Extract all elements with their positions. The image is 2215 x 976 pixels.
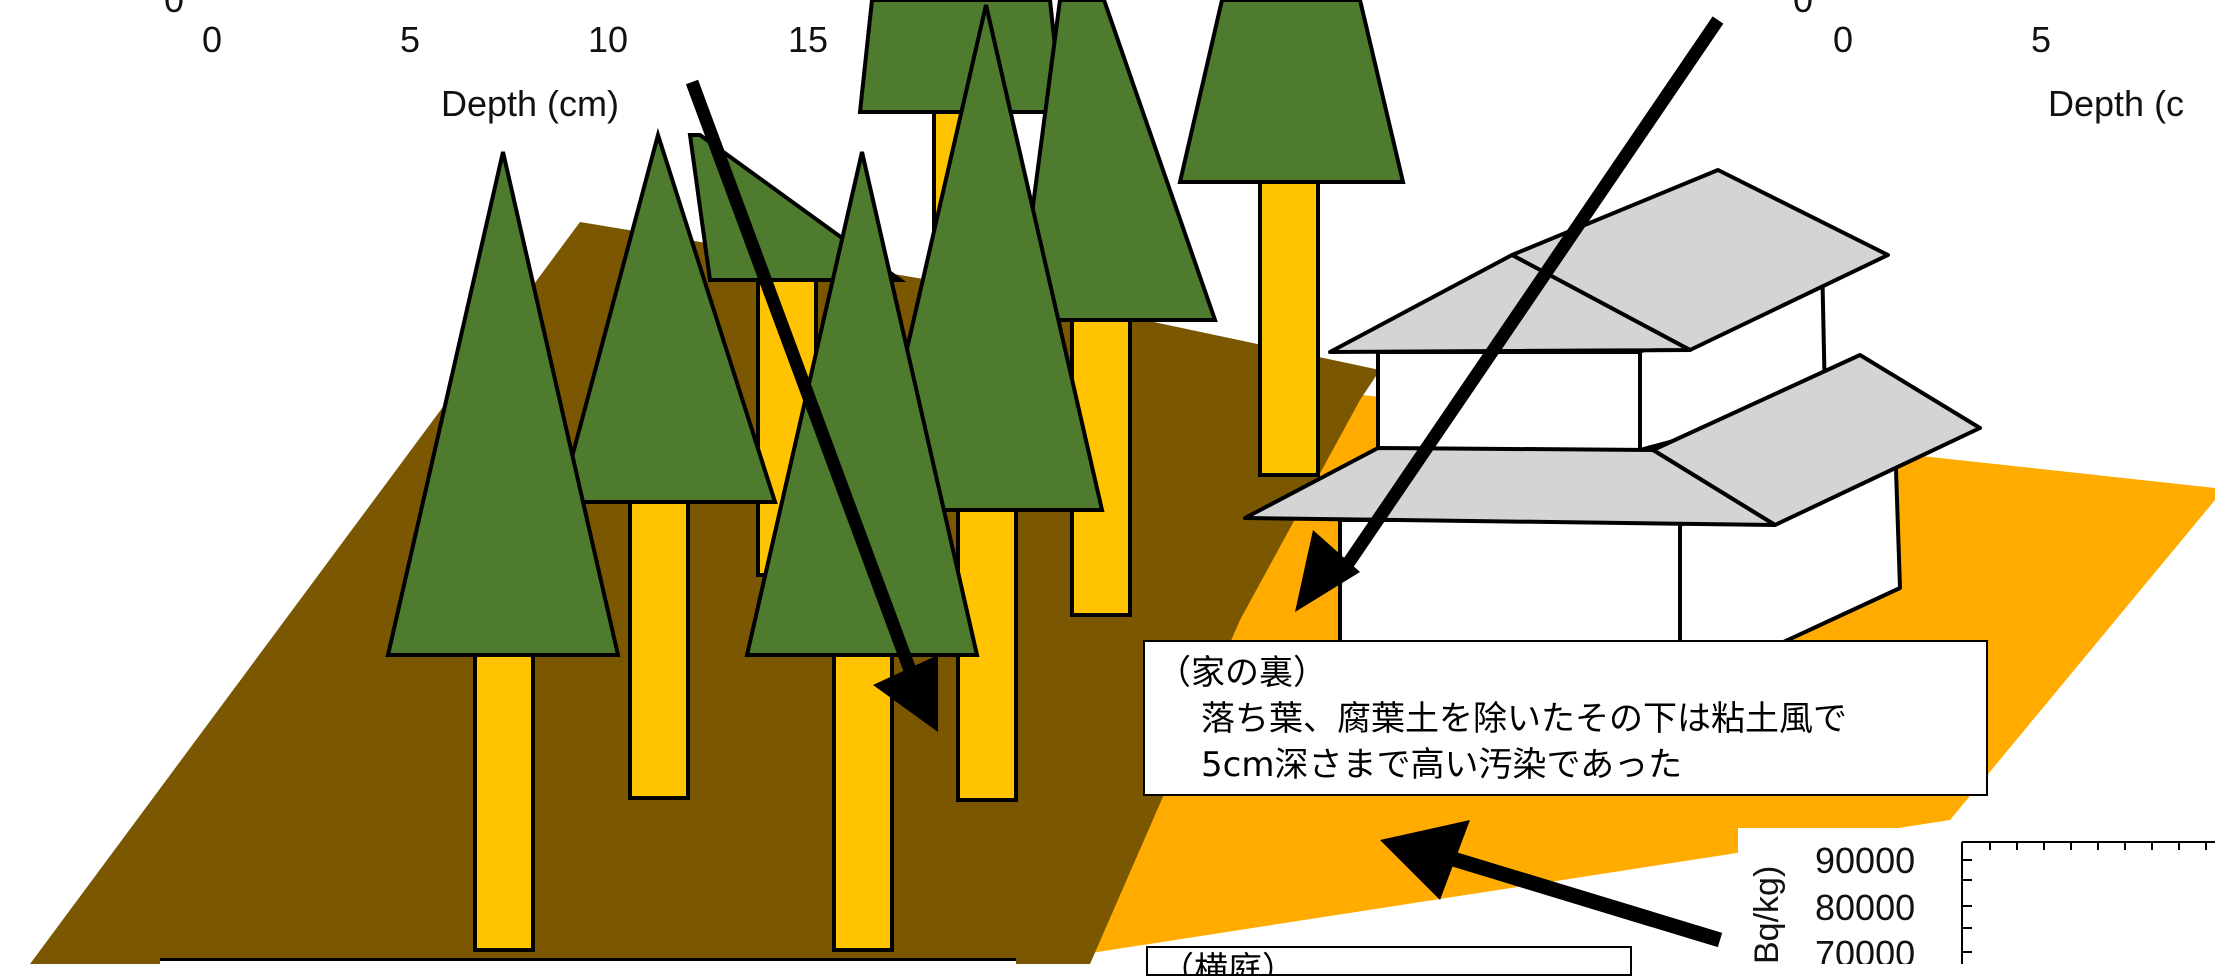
tree-mid-2 [867,4,1105,802]
tree-trunk [1258,178,1320,477]
tree-trunk [473,653,535,952]
right-axis-xlabel-partial: Depth (c [2048,83,2184,124]
left-axis-xlabel: Depth (cm) [441,83,619,124]
right-axis-tick-5: 5 [2031,19,2051,60]
arrow-forest-shaft [685,79,917,673]
bottom-left-box-edge [160,958,1016,971]
left-axis-tick-5: 5 [400,19,420,60]
inset-minor-ticks [1962,842,2207,953]
left-axis-tick-0: 0 [202,19,222,60]
arrow-yard-shaft [1437,847,1723,948]
left-axis-top: 0 0 5 10 15 Depth (cm) [164,0,828,124]
arrow-house-shaft [1339,16,1724,572]
callout-house-back: （家の裏） 落ち葉、腐葉土を除いたその下は粘土風で 5cm深さまで高い汚染であっ… [1143,640,1988,796]
house-lower-roof-front [1243,446,1777,527]
left-axis-label-mask [0,0,856,135]
tree-trunk [832,653,894,952]
callout-house-back-line1: 落ち葉、腐葉土を除いたその下は粘土風で [1201,699,1847,739]
right-axis-top-fragment: 0 [1793,0,1813,20]
tree-mid-1 [557,127,778,800]
tree-crown [857,0,1065,114]
tree-front-2 [744,151,980,952]
tree-front-1 [385,151,621,952]
inset-background [1738,828,2215,964]
tree-back-2 [1177,0,1406,477]
tree-crown [1177,0,1406,184]
arrows [685,16,1724,948]
right-axis-tick-0: 0 [1833,19,1853,60]
right-axis-top: 0 0 5 Depth (c [1793,0,2184,124]
inset-ytick-70000: 70000 [1815,933,1915,964]
callout-house-back-line2: 5cm深さまで高い汚染であった [1201,745,1683,785]
left-axis-tick-15: 15 [788,19,828,60]
callout-bottom-partial: （横庭） [1146,946,1632,976]
inset-ytick-90000: 90000 [1815,840,1915,881]
arrow-house-head [1295,530,1360,612]
bottom-right-axis: Bq/kg) 90000 80000 70000 [1738,828,2215,964]
arrow-yard-head [1380,820,1470,900]
tree-trunk [628,500,690,800]
callout-house-back-heading: （家の裏） [1157,653,1327,693]
house-upper-roof-front [1328,253,1692,354]
house-upper-front-wall [1376,350,1642,452]
callout-bottom-partial-heading: （横庭） [1160,950,1296,976]
tree-crown [385,151,621,657]
inset-ytick-80000: 80000 [1815,887,1915,928]
inset-ylabel-partial: Bq/kg) [1748,866,1786,964]
arrow-forest-head [873,655,938,732]
left-axis-top-fragment: 0 [164,0,184,20]
tree-crown [557,127,778,504]
left-axis-tick-10: 10 [588,19,628,60]
tree-crown [867,4,1105,512]
